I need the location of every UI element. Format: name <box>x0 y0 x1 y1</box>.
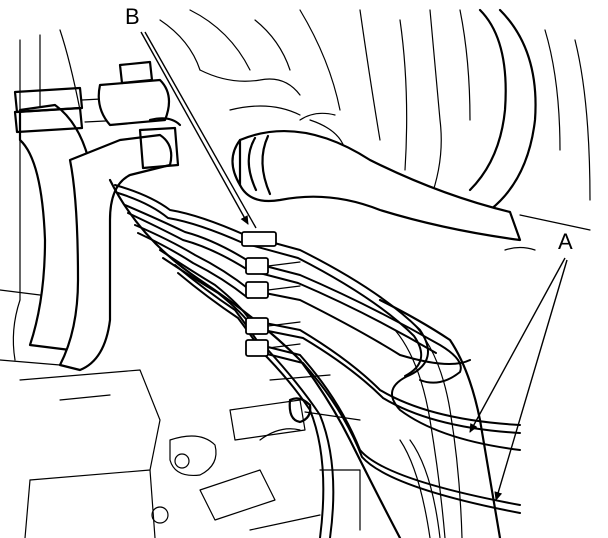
left-hoses <box>0 60 182 372</box>
leader-a-1 <box>469 257 566 433</box>
lower-block <box>19 369 361 538</box>
callout-label-b: B <box>125 4 140 29</box>
leader-lines <box>140 31 568 501</box>
callout-label-a: A <box>558 229 573 254</box>
leader-b-2 <box>144 31 257 229</box>
radiator-hose <box>231 112 522 242</box>
leader-b-1 <box>140 31 249 225</box>
brake-tubes <box>114 184 521 538</box>
leader-a-2 <box>494 259 568 501</box>
tube-clips <box>241 231 301 357</box>
